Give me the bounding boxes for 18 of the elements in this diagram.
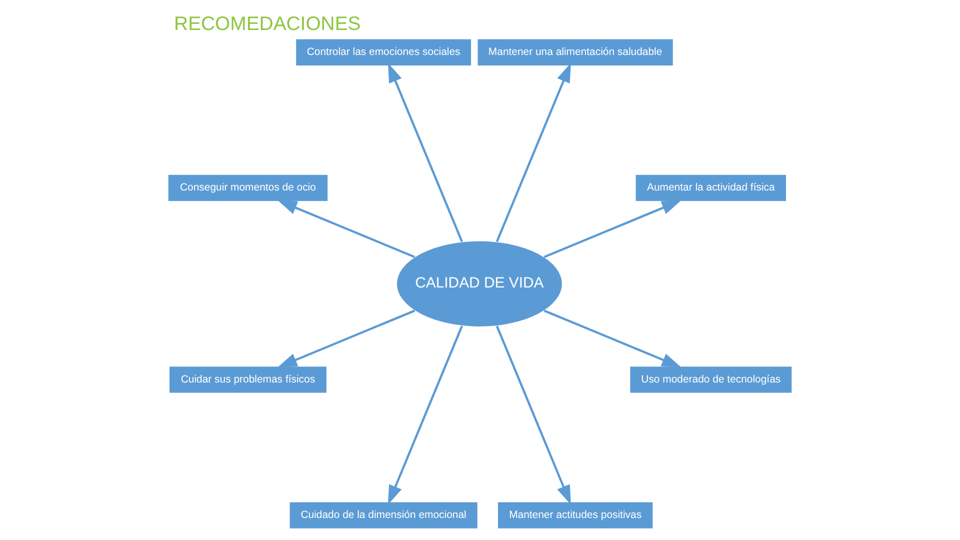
node-ellipse: CALIDAD DE VIDA: [396, 240, 563, 328]
arrow: [388, 62, 463, 242]
node-box: Conseguir momentos de ocio: [168, 174, 328, 202]
arrow: [544, 200, 682, 258]
node-box: Aumentar la actividad física: [635, 174, 787, 202]
node-box: Controlar las emociones sociales: [295, 38, 472, 66]
arrow: [278, 200, 416, 258]
node-box: Cuidado de la dimensión emocional: [289, 501, 478, 530]
arrow: [496, 326, 571, 505]
node-box: Uso moderado de tecnologías: [629, 366, 792, 394]
arrow: [388, 326, 463, 505]
arrow: [278, 310, 416, 368]
arrow: [544, 310, 682, 368]
node-box: Cuidar sus problemas físicos: [168, 366, 328, 394]
diagram-title: RECOMEDACIONES: [174, 12, 361, 35]
node-box: Mantener actitudes positivas: [497, 501, 654, 530]
node-box: Mantener una alimentación saludable: [477, 38, 674, 66]
arrow: [496, 62, 571, 242]
